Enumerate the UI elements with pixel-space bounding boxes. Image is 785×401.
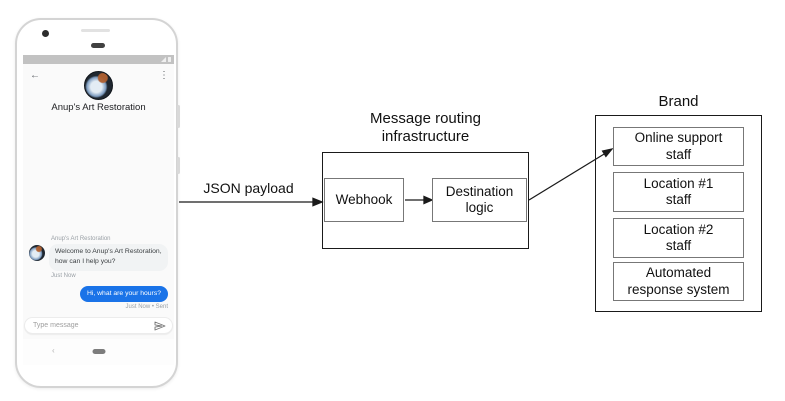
brand-item-online-support: Online support staff <box>613 127 744 166</box>
signal-icon <box>161 57 166 62</box>
brand-item-line: staff <box>665 192 692 207</box>
incoming-timestamp: Just Now <box>51 272 76 279</box>
incoming-message-line: how can I help you? <box>55 258 116 266</box>
routing-title-line: infrastructure <box>381 128 470 145</box>
json-payload-arrowhead <box>312 197 324 207</box>
brand-item-line: Location #1 <box>643 175 714 191</box>
destination-brand-arrow <box>528 152 606 201</box>
incoming-message-row: Welcome to Anup's Art Restoration, how c… <box>29 243 168 271</box>
destination-logic-box: Destination logic <box>432 178 527 222</box>
outgoing-timestamp: Just Now • Sent <box>125 304 168 310</box>
nav-back-icon[interactable]: ‹ <box>52 346 55 355</box>
message-avatar <box>29 244 45 261</box>
message-list: Anup's Art Restoration Welcome to Anup's… <box>23 112 174 317</box>
brand-item-line: Automated <box>645 265 712 280</box>
message-input[interactable] <box>31 321 154 330</box>
brand-item-line: staff <box>665 146 692 162</box>
send-icon[interactable] <box>154 321 166 331</box>
routing-infrastructure-title: Message routing infrastructure <box>322 110 529 146</box>
outgoing-message-bubble: Hi, what are your hours? <box>79 285 168 302</box>
brand-item-location-1: Location #1 staff <box>613 172 744 212</box>
earpiece <box>91 43 105 48</box>
overflow-menu-icon[interactable]: ⋮ <box>159 70 169 81</box>
battery-icon <box>168 57 171 62</box>
volume-button[interactable] <box>177 157 180 174</box>
phone-mockup: ← ⋮ Anup's Art Restoration Anup's Art Re… <box>15 18 180 388</box>
destination-label-line: logic <box>465 200 494 215</box>
brand-item-line: response system <box>627 281 730 297</box>
routing-infrastructure-box <box>322 152 529 249</box>
json-payload-label: JSON payload <box>203 180 294 196</box>
destination-label-line: Destination <box>445 183 514 199</box>
power-button[interactable] <box>177 105 180 128</box>
status-icons <box>161 57 171 62</box>
nav-home-icon[interactable] <box>92 349 105 354</box>
webhook-label: Webhook <box>335 191 393 207</box>
business-avatar <box>84 71 113 100</box>
front-camera-icon <box>42 30 49 37</box>
android-nav-bar: ‹ <box>23 339 174 365</box>
speaker-slot <box>81 29 110 32</box>
back-arrow-icon[interactable]: ← <box>30 70 40 81</box>
brand-item-line: Location #2 <box>643 221 714 237</box>
chat-header: ← ⋮ Anup's Art Restoration <box>23 64 174 113</box>
brand-box <box>595 115 762 312</box>
sender-label: Anup's Art Restoration <box>51 235 111 242</box>
routing-title-line: Message routing <box>370 110 481 127</box>
brand-item-location-2: Location #2 staff <box>613 218 744 258</box>
incoming-message-bubble: Welcome to Anup's Art Restoration, how c… <box>49 243 168 271</box>
brand-title: Brand <box>658 93 699 110</box>
phone-screen: ← ⋮ Anup's Art Restoration Anup's Art Re… <box>23 55 174 365</box>
brand-item-automated-response: Automated response system <box>613 262 744 301</box>
chat-title: Anup's Art Restoration <box>51 102 146 113</box>
incoming-message-line: Welcome to Anup's Art Restoration, <box>55 247 162 255</box>
brand-item-line: staff <box>665 238 692 253</box>
brand-item-line: Online support <box>634 130 723 145</box>
webhook-box: Webhook <box>324 178 404 222</box>
status-bar <box>23 55 174 64</box>
message-composer[interactable] <box>24 317 173 334</box>
